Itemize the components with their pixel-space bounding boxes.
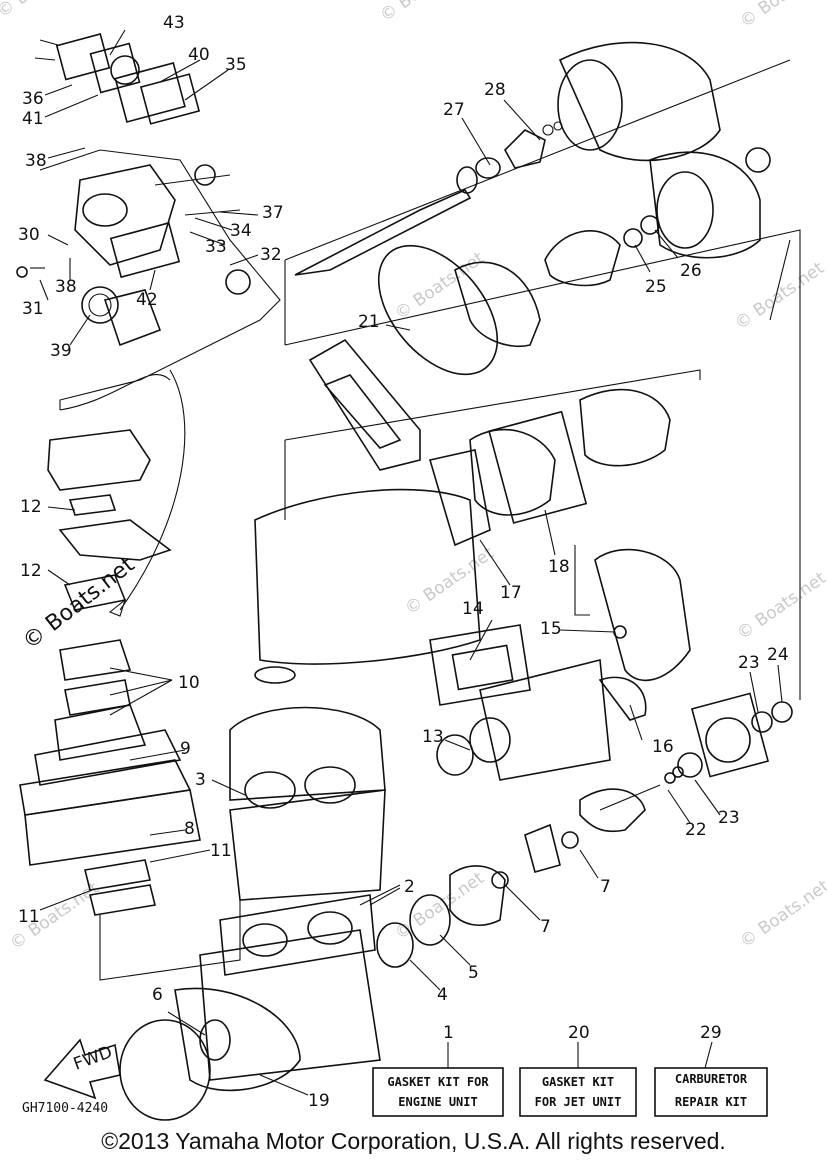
label-41: 41 [22, 109, 44, 129]
label-23a: 23 [738, 653, 760, 673]
label-24: 24 [767, 645, 789, 665]
kit-carb-number: 29 [700, 1023, 722, 1043]
label-38a: 38 [25, 151, 47, 171]
label-7a: 7 [600, 877, 611, 897]
leader-lines [39, 29, 783, 1096]
watermarks: © Boats.net © Boats.net © Boats.net © Bo… [0, 0, 827, 954]
watermark: © Boats.net [733, 568, 827, 644]
label-39: 39 [50, 341, 72, 361]
label-4: 4 [437, 985, 448, 1005]
diagram-code: GH7100-4240 [22, 1101, 108, 1116]
label-30: 30 [18, 225, 40, 245]
label-22: 22 [685, 820, 707, 840]
watermark: © Boats.net [0, 0, 90, 22]
kit-jet: 20 GASKET KIT FOR JET UNIT [519, 1023, 637, 1117]
label-19: 19 [308, 1091, 330, 1111]
label-27: 27 [443, 100, 465, 120]
part-labels: 43 40 35 36 41 38 37 34 33 32 30 38 31 4… [18, 13, 789, 1111]
label-14: 14 [462, 599, 484, 619]
label-23b: 23 [718, 808, 740, 828]
jet-pump-group [254, 41, 801, 778]
label-36: 36 [22, 89, 44, 109]
kit-engine: 1 GASKET KIT FOR ENGINE UNIT [372, 1023, 504, 1117]
kit-jet-line1: GASKET KIT [542, 1075, 614, 1089]
label-6: 6 [152, 985, 163, 1005]
label-11a: 11 [210, 841, 232, 861]
label-25: 25 [645, 277, 667, 297]
label-17: 17 [500, 583, 522, 603]
label-28: 28 [484, 80, 506, 100]
label-5: 5 [468, 963, 479, 983]
kit-carb-line2: REPAIR KIT [675, 1095, 747, 1109]
carburetor-group [16, 33, 281, 617]
label-33: 33 [205, 237, 227, 257]
label-35: 35 [225, 55, 247, 75]
label-11b: 11 [18, 907, 40, 927]
label-31: 31 [22, 299, 44, 319]
label-15: 15 [540, 619, 562, 639]
watermark: © Boats.net [391, 248, 488, 324]
kit-engine-number: 1 [443, 1023, 454, 1043]
kit-engine-line1: GASKET KIT FOR [387, 1075, 489, 1089]
kit-engine-line2: ENGINE UNIT [398, 1095, 477, 1109]
label-42: 42 [136, 290, 158, 310]
fwd-label: FWD [71, 1042, 115, 1074]
kit-jet-line2: FOR JET UNIT [535, 1095, 622, 1109]
label-13: 13 [422, 727, 444, 747]
label-12b: 12 [20, 561, 42, 581]
label-26: 26 [680, 261, 702, 281]
label-18: 18 [548, 557, 570, 577]
engine-group [19, 429, 703, 1121]
label-16: 16 [652, 737, 674, 757]
kit-carb: 29 CARBURETOR REPAIR KIT [654, 1023, 768, 1117]
label-9: 9 [180, 739, 191, 759]
label-21: 21 [358, 312, 380, 332]
fwd-arrow: FWD [43, 1038, 121, 1100]
watermark: © Boats.net [736, 876, 827, 952]
label-12a: 12 [20, 497, 42, 517]
watermark: © Boats.net [736, 0, 827, 32]
copyright-notice: ©2013 Yamaha Motor Corporation, U.S.A. A… [101, 1128, 726, 1154]
kit-jet-number: 20 [568, 1023, 590, 1043]
label-10: 10 [178, 673, 200, 693]
label-40: 40 [188, 45, 210, 65]
watermark: © Boats.net [376, 0, 473, 26]
label-37: 37 [262, 203, 284, 223]
label-3: 3 [195, 770, 206, 790]
label-43: 43 [163, 13, 185, 33]
label-8: 8 [184, 819, 195, 839]
label-32: 32 [260, 245, 282, 265]
kit-carb-line1: CARBURETOR [675, 1072, 748, 1086]
label-34: 34 [230, 221, 252, 241]
label-2: 2 [404, 877, 415, 897]
label-7b: 7 [540, 917, 551, 937]
watermark: © Boats.net [731, 258, 827, 334]
label-38b: 38 [55, 277, 77, 297]
